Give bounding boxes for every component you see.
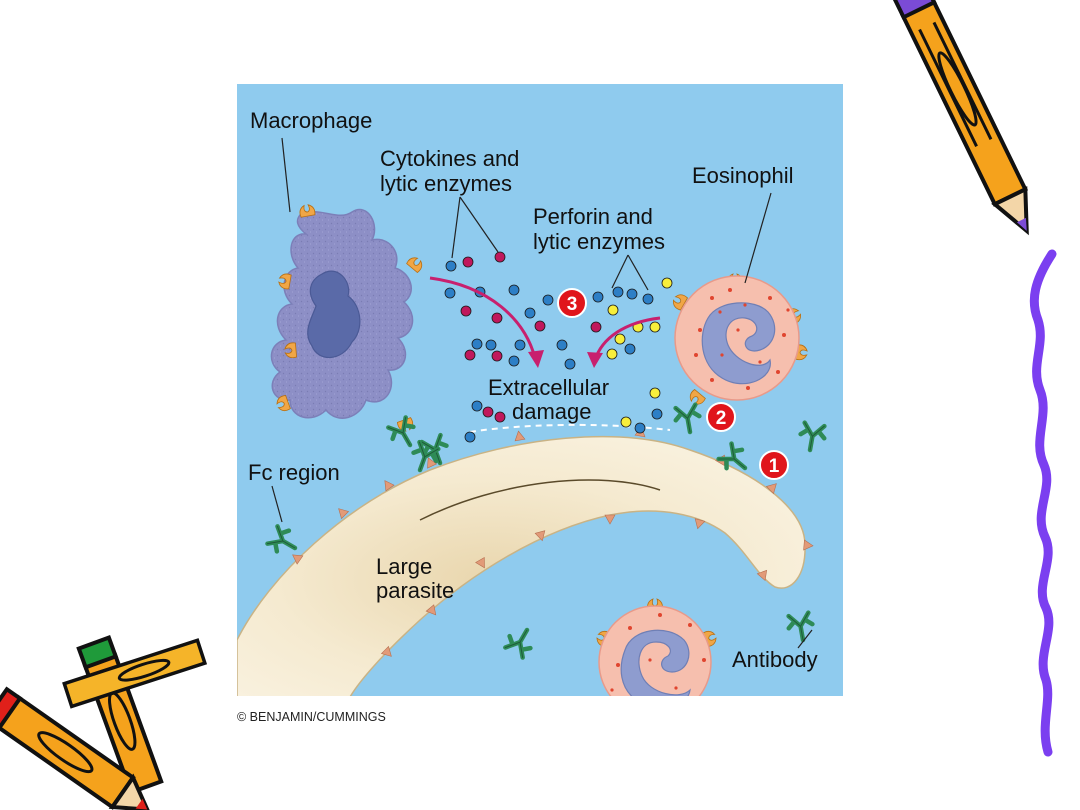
label-parasite-line1: Large bbox=[376, 554, 432, 579]
arrow-macrophage-release bbox=[429, 276, 537, 359]
label-eosinophil: Eosinophil bbox=[692, 163, 794, 188]
arrowhead-left bbox=[528, 350, 544, 368]
step-number: 1 bbox=[769, 456, 780, 477]
eosinophil-cell bbox=[670, 273, 809, 408]
macrophage-cell bbox=[270, 203, 426, 434]
copyright-credit: © BENJAMIN/CUMMINGS bbox=[237, 710, 386, 724]
label-extracellular-line1: Extracellular bbox=[488, 375, 609, 400]
label-extracellular-line2: damage bbox=[512, 399, 592, 424]
arrowhead-right bbox=[587, 352, 603, 368]
label-cytokines-line1: Cytokines and bbox=[380, 146, 519, 171]
molecule-dots bbox=[444, 251, 673, 443]
label-leader-lines bbox=[271, 137, 813, 649]
label-perforin-line2: lytic enzymes bbox=[533, 229, 665, 254]
label-antibody: Antibody bbox=[732, 647, 818, 672]
diagram-panel: 3 2 1 Macrophage Cytokines and lytic enz… bbox=[237, 84, 843, 696]
damage-zone-outline bbox=[469, 423, 671, 433]
step-badge-3: 3 bbox=[557, 288, 587, 318]
step-number: 2 bbox=[716, 408, 727, 429]
crayons-icon bbox=[0, 635, 208, 810]
macrophage-nucleus bbox=[307, 270, 361, 359]
step-badge-2: 2 bbox=[706, 402, 736, 432]
label-fc-region: Fc region bbox=[248, 460, 340, 485]
label-perforin-line1: Perforin and bbox=[533, 204, 653, 229]
label-macrophage: Macrophage bbox=[250, 108, 372, 133]
step-number: 3 bbox=[567, 294, 578, 315]
label-parasite-line2: parasite bbox=[376, 578, 454, 603]
step-badge-1: 1 bbox=[759, 450, 789, 480]
pencil-icon bbox=[887, 0, 1029, 236]
eosinophil-cell-lower bbox=[594, 598, 719, 696]
label-cytokines-line2: lytic enzymes bbox=[380, 171, 512, 196]
large-parasite bbox=[237, 425, 814, 696]
squiggle-line-icon bbox=[1029, 249, 1057, 757]
